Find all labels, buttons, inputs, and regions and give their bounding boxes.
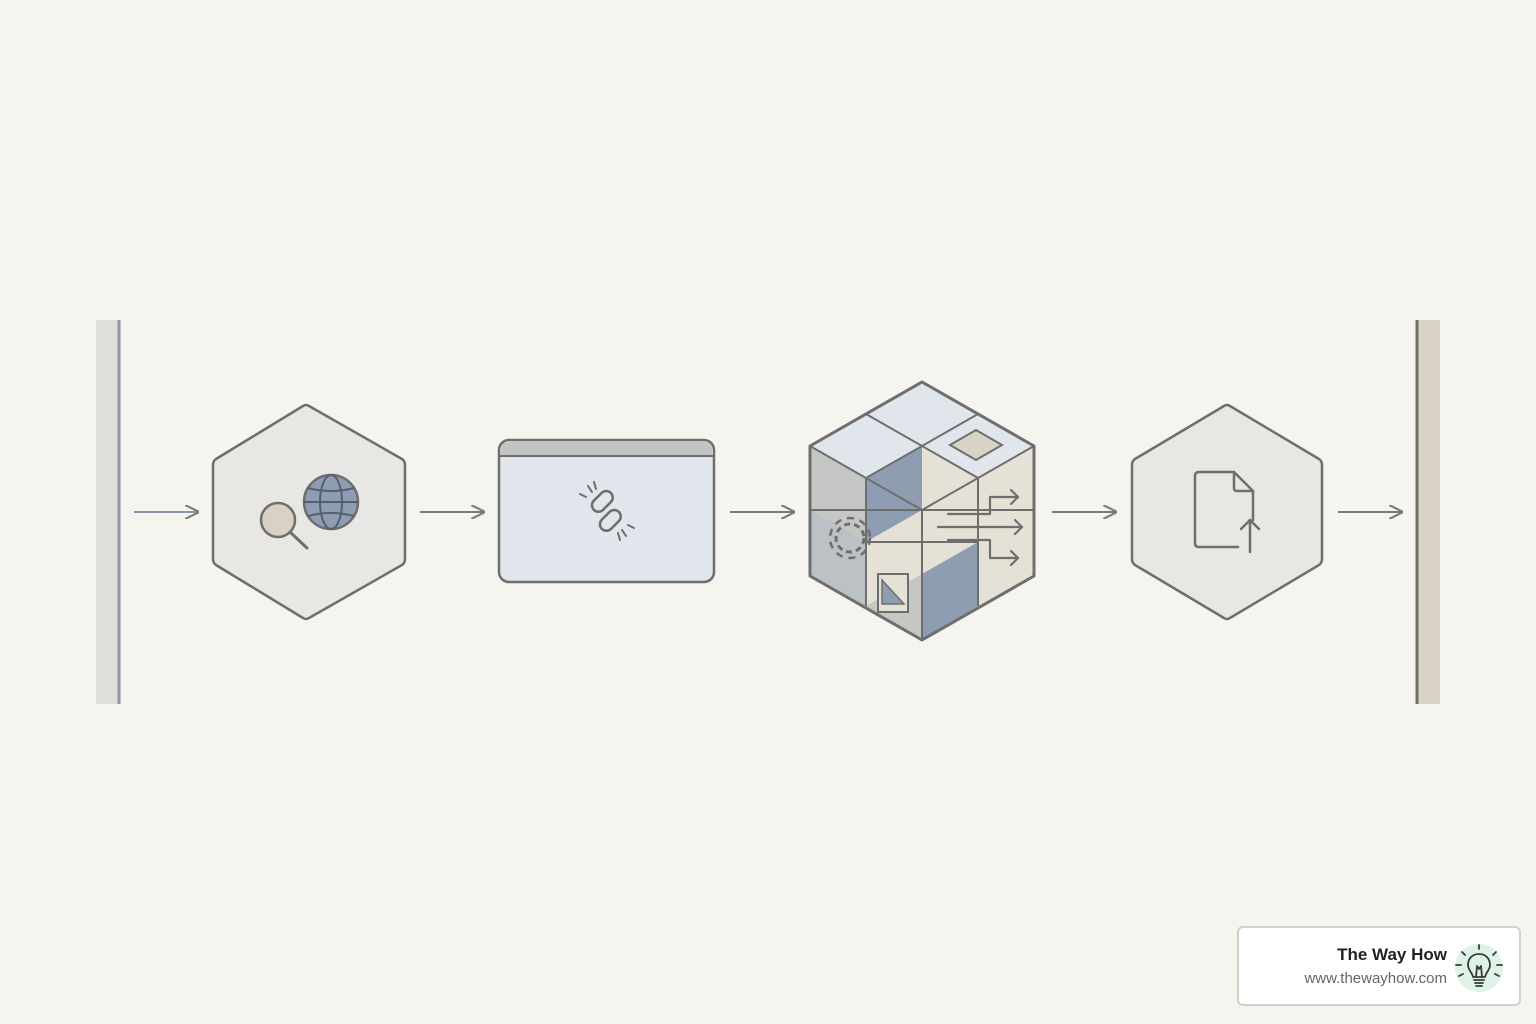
step-process-node (808, 380, 1036, 642)
step-link-node (497, 438, 716, 584)
brand-name: The Way How (1337, 945, 1447, 964)
left-boundary-bar (96, 320, 121, 704)
output-arrows-icon (936, 488, 1024, 567)
branding-badge[interactable]: The Way How www.thewayhow.com (1237, 926, 1521, 1006)
branding-text: The Way How www.thewayhow.com (1304, 944, 1447, 989)
right-boundary-bar (1415, 320, 1440, 704)
file-upload-icon (1193, 470, 1261, 554)
search-globe-icon (259, 473, 360, 550)
gear-icon (828, 516, 872, 560)
media-icon (877, 573, 909, 613)
process-cube-icon (808, 380, 1036, 642)
step-search-node (211, 403, 407, 621)
step-export-node (1130, 403, 1324, 621)
brand-url: www.thewayhow.com (1304, 970, 1447, 987)
link-icon (579, 481, 635, 541)
lightbulb-icon (1455, 944, 1503, 992)
